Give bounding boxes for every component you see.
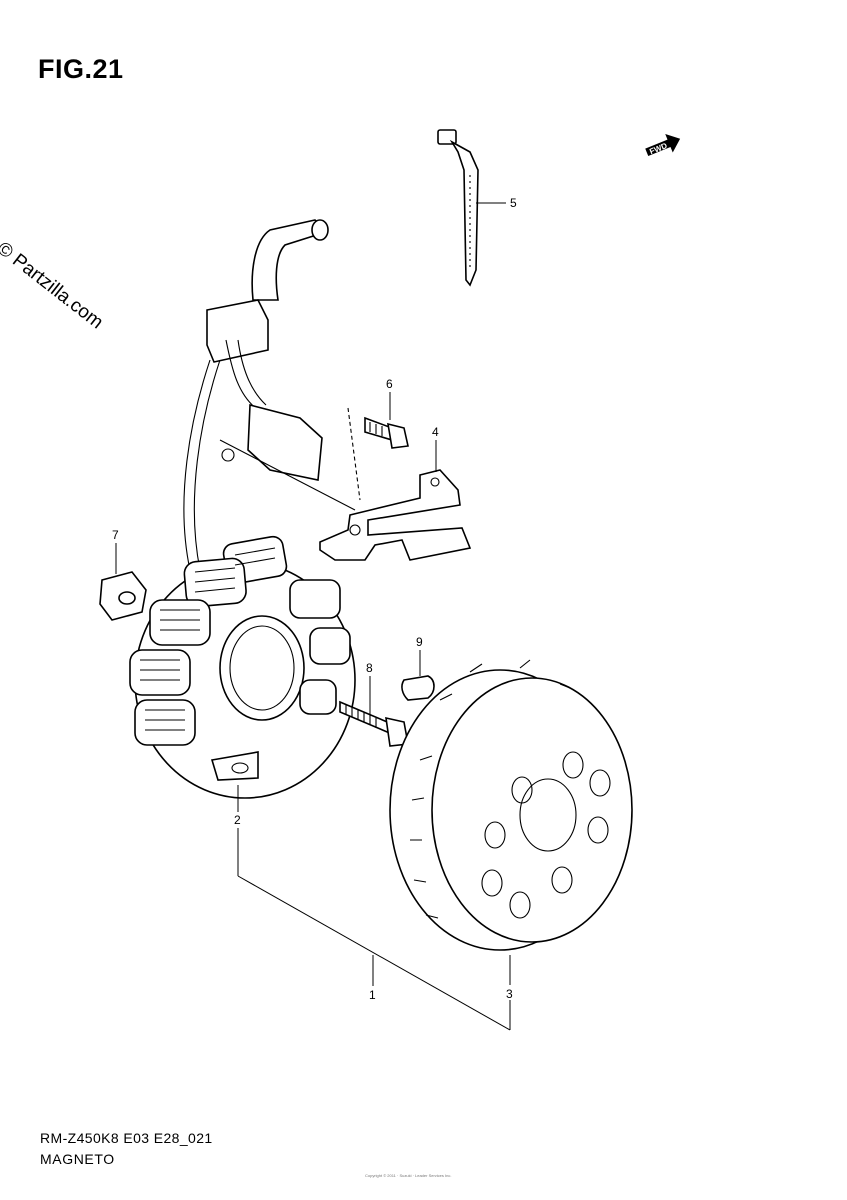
key (401, 675, 435, 701)
cable-tie (437, 129, 479, 287)
callout-4: 4 (432, 425, 439, 439)
fwd-badge-label: FWD (648, 141, 668, 156)
clamp-bolt (364, 416, 409, 449)
callout-labels: 5 6 4 7 9 8 2 1 3 (112, 196, 517, 1002)
rotor (389, 659, 633, 951)
model-code: RM-Z450K8 E03 E28_021 (40, 1130, 213, 1146)
callout-3: 3 (506, 987, 513, 1001)
callout-9: 9 (416, 635, 423, 649)
callout-5: 5 (510, 196, 517, 210)
group-name: MAGNETO (40, 1151, 115, 1167)
callout-2: 2 (234, 813, 241, 827)
figure-title: FIG.21 (38, 54, 124, 84)
clamp (319, 469, 472, 561)
stator-bolt (339, 700, 409, 747)
leader-lines (115, 202, 511, 1031)
callout-7: 8 (366, 661, 373, 675)
stator (129, 535, 356, 799)
copyright-fine-print: Copyright © 2011 · Suzuki · Leader Servi… (365, 1173, 452, 1178)
grommet (99, 571, 147, 621)
fwd-arrow-icon: FWD (645, 134, 681, 156)
callout-8: 7 (112, 528, 119, 542)
callout-6: 6 (386, 377, 393, 391)
callout-1: 1 (369, 988, 376, 1002)
wire-harness (183, 219, 356, 571)
assembly-guide-line (347, 407, 361, 501)
